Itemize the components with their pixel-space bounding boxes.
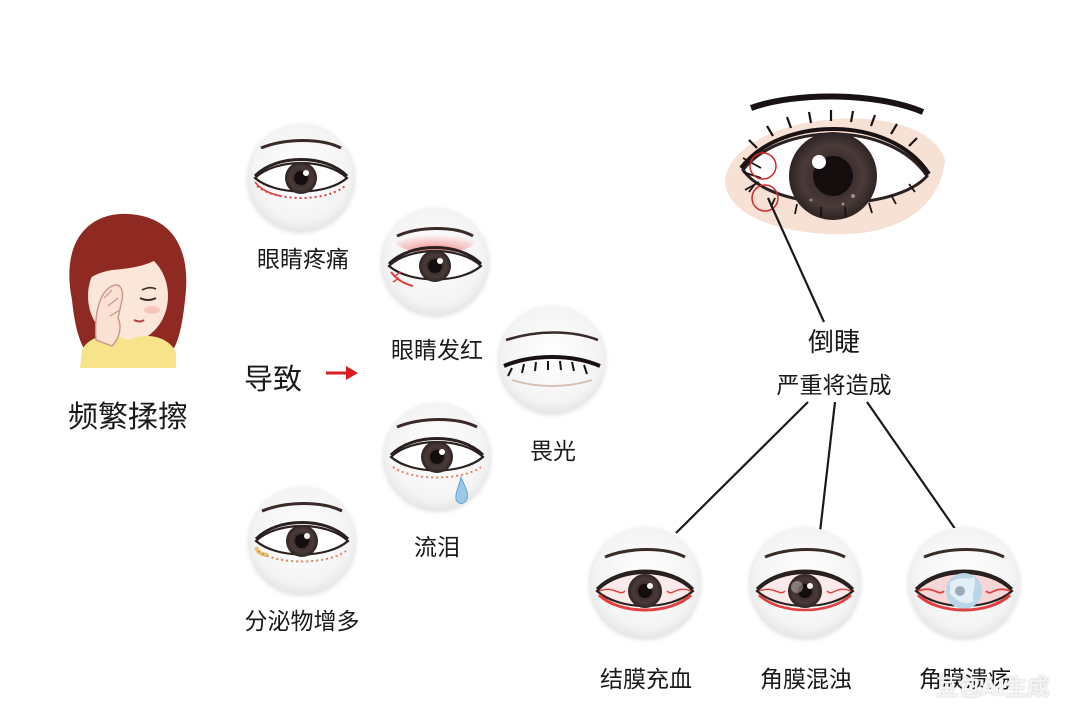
connector-lines — [675, 197, 959, 534]
consequence-label-corneal-ulcer: 角膜溃疡 — [919, 667, 1011, 693]
watermark: 豆包AI生成 — [936, 676, 1050, 701]
cause-label: 频繁揉擦 — [68, 400, 188, 435]
discharge-bubble — [248, 487, 356, 595]
symptom-label-discharge: 分泌物增多 — [244, 609, 360, 635]
woman-rubbing-eye-icon — [69, 213, 187, 368]
symptom-label-eye-pain: 眼睛疼痛 — [257, 247, 349, 273]
photophobia-bubble — [498, 306, 606, 414]
corneal-ulcer-bubble — [908, 527, 1020, 639]
corneal-opacity-bubble — [749, 527, 861, 639]
arrow-icon — [326, 366, 358, 380]
leads-to-label: 导致 — [244, 362, 303, 396]
symptom-label-photophobia: 畏光 — [530, 439, 576, 465]
trichiasis-title: 倒睫 — [807, 328, 861, 358]
consequence-label-corneal-opacity: 角膜混浊 — [760, 667, 852, 693]
trichiasis-subtitle: 严重将造成 — [776, 373, 892, 399]
consequence-label-conjunctival-congestion: 结膜充血 — [600, 667, 692, 693]
eye-redness-bubble — [381, 208, 489, 316]
conjunctival-congestion-bubble — [589, 527, 701, 639]
symptom-label-tearing: 流泪 — [414, 535, 460, 561]
trichiasis-eye — [725, 93, 945, 235]
tearing-bubble — [383, 403, 491, 511]
eye-pain-bubble — [247, 124, 355, 232]
symptom-label-eye-redness: 眼睛发红 — [391, 338, 483, 364]
